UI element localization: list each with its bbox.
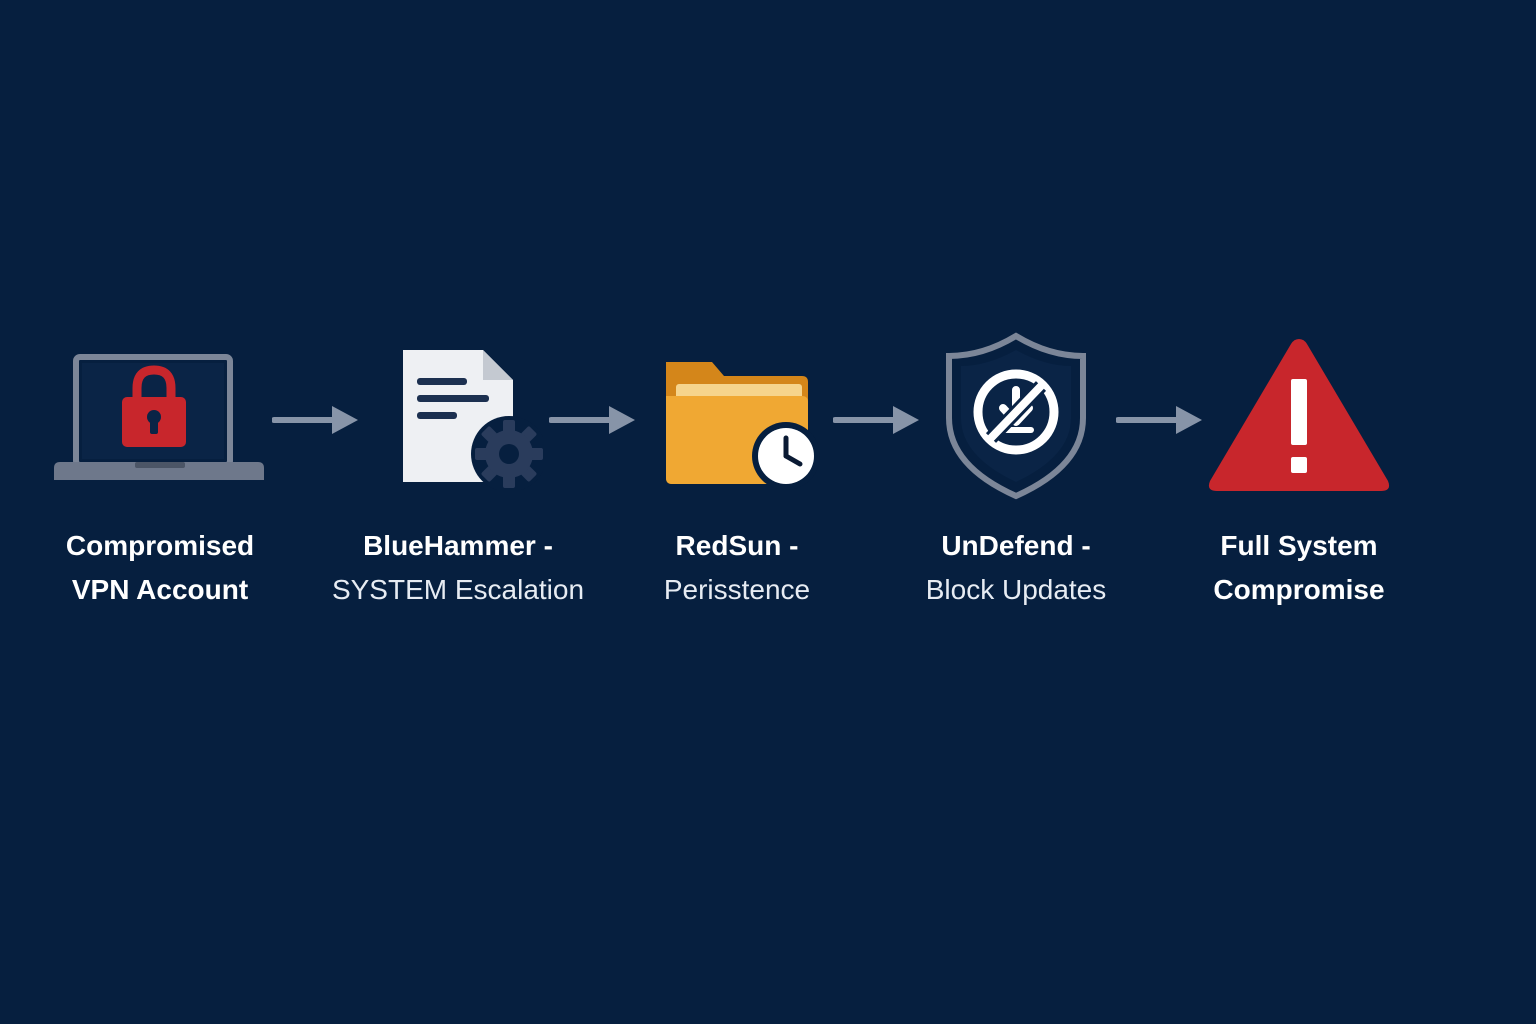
step-undefend-block-updates: UnDefend - Block Updates xyxy=(876,330,1156,612)
step-2-title: BlueHammer - xyxy=(363,530,553,561)
step-compromised-vpn-account: Compromised VPN Account xyxy=(20,330,300,612)
folder-clock-icon xyxy=(666,362,820,490)
arrow-icon xyxy=(833,406,919,434)
step-bluehammer-system-escalation: BlueHammer - SYSTEM Escalation xyxy=(318,330,598,612)
step-4-title: UnDefend - xyxy=(941,530,1091,561)
document-gear-icon xyxy=(403,350,543,490)
step-5-subtitle: Compromise xyxy=(1213,574,1385,605)
step-4-subtitle: Block Updates xyxy=(925,574,1107,605)
step-1-title: Compromised xyxy=(65,530,255,561)
step-3-subtitle: Perisstence xyxy=(663,574,811,605)
arrow-icon xyxy=(549,406,635,434)
step-redsun-persistence: RedSun - Perisstence xyxy=(597,330,877,612)
step-1-subtitle: VPN Account xyxy=(71,574,249,605)
step-2-subtitle: SYSTEM Escalation xyxy=(331,574,585,605)
warning-triangle-icon xyxy=(1208,339,1390,491)
laptop-lock-icon xyxy=(54,354,264,480)
shield-blocked-icon xyxy=(946,332,1086,500)
step-3-title: RedSun - xyxy=(675,530,799,561)
step-5-title: Full System xyxy=(1220,530,1378,561)
step-full-system-compromise: Full System Compromise xyxy=(1159,330,1439,612)
arrow-icon xyxy=(1116,406,1202,434)
arrow-icon xyxy=(272,406,358,434)
